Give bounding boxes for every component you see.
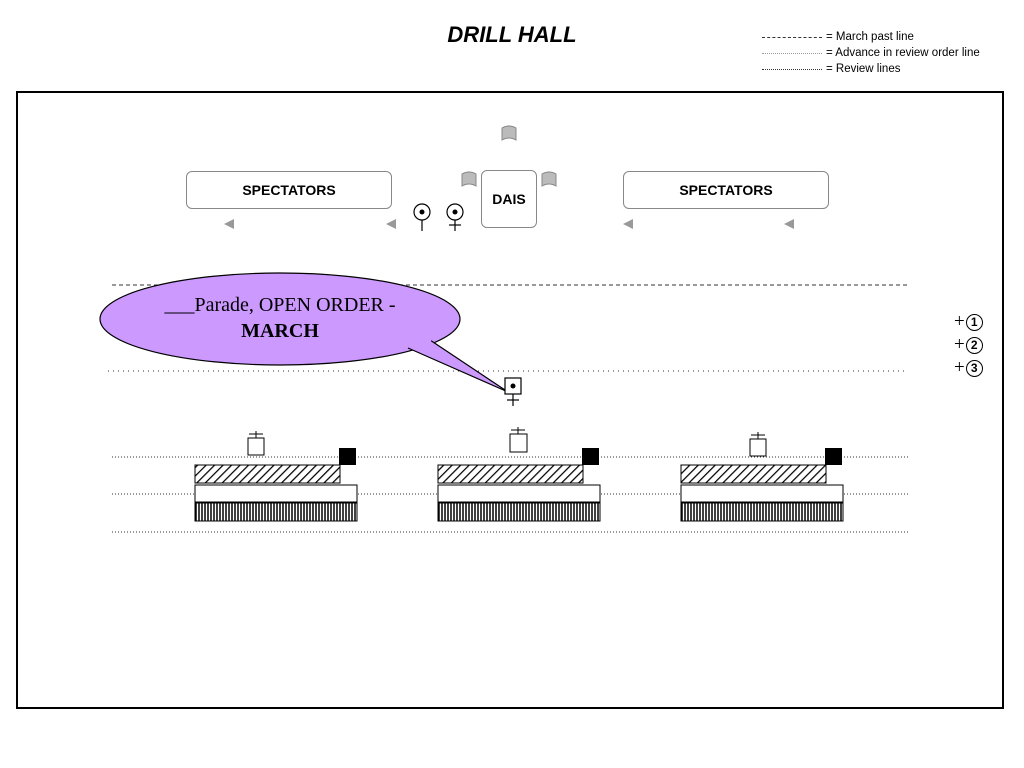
rank-number-2: 2 [965, 337, 983, 354]
flight-commander-icon [509, 427, 528, 453]
command-word: MARCH [241, 320, 319, 342]
legend-label: = Review lines [826, 63, 901, 75]
guide-marker [582, 448, 599, 465]
triangle-marker-icon [224, 219, 234, 229]
legend-item-march-past: = March past line [762, 29, 980, 45]
middle-rank [194, 484, 358, 503]
front-rank [194, 464, 341, 484]
spectators-area-left: SPECTATORS [186, 171, 392, 209]
front-rank [437, 464, 584, 484]
dense-dotted-line-swatch [762, 68, 822, 70]
front-rank [680, 464, 827, 484]
rank-sign: + [954, 311, 965, 332]
legend-label: = Advance in review order line [826, 47, 980, 59]
bubble-command-text: ___Parade, OPEN ORDER - MARCH [150, 292, 410, 344]
legend: = March past line = Advance in review or… [762, 29, 980, 77]
drill-hall-floor [16, 91, 1004, 709]
triangle-marker-icon [784, 219, 794, 229]
rank-marker-2: +2 [954, 334, 983, 356]
guide-marker [339, 448, 356, 465]
flag-icon [501, 125, 517, 141]
middle-rank [680, 484, 844, 503]
rank-marker-1: +1 [954, 311, 983, 333]
triangle-marker-icon [386, 219, 396, 229]
middle-rank [437, 484, 601, 503]
flag-icon [541, 171, 557, 187]
rank-sign: + [954, 334, 965, 355]
legend-item-review: = Review lines [762, 61, 980, 77]
page-title: DRILL HALL [447, 22, 577, 47]
rank-marker-3: +3 [954, 357, 983, 379]
rear-rank [437, 502, 601, 522]
reviewing-officer-icon [446, 203, 464, 231]
rank-number-3: 3 [965, 360, 983, 377]
parade-commander-icon [504, 377, 522, 406]
rear-rank [680, 502, 844, 522]
spectators-area-right: SPECTATORS [623, 171, 829, 209]
dashed-line-swatch [762, 36, 822, 38]
command-prefix: ___Parade, OPEN ORDER - [164, 294, 396, 316]
legend-item-advance: = Advance in review order line [762, 45, 980, 61]
flag-icon [461, 171, 477, 187]
rear-rank [194, 502, 358, 522]
triangle-marker-icon [623, 219, 633, 229]
reviewing-officer-icon [413, 203, 431, 231]
flight-commander-icon [247, 431, 265, 456]
rank-sign: + [954, 357, 965, 378]
flight-commander-icon [749, 432, 767, 457]
rank-number-1: 1 [965, 314, 983, 331]
guide-marker [825, 448, 842, 465]
legend-label: = March past line [826, 31, 914, 43]
dais: DAIS [481, 170, 537, 228]
sparse-dotted-line-swatch [762, 52, 822, 54]
speech-bubble [99, 272, 509, 393]
